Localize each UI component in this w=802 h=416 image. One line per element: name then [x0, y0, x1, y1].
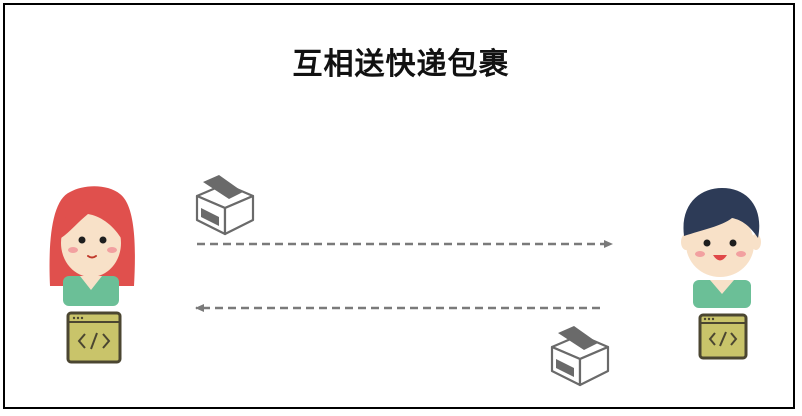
- package-box-icon: [550, 326, 610, 387]
- boy-avatar-icon: [681, 188, 761, 308]
- code-window-icon: [698, 313, 748, 360]
- diagram-frame: 互相送快递包裹: [3, 3, 795, 409]
- code-window-icon: [66, 311, 122, 364]
- girl-avatar-icon: [49, 186, 135, 306]
- package-box-icon: [195, 175, 255, 236]
- diagram-title: 互相送快递包裹: [292, 47, 510, 82]
